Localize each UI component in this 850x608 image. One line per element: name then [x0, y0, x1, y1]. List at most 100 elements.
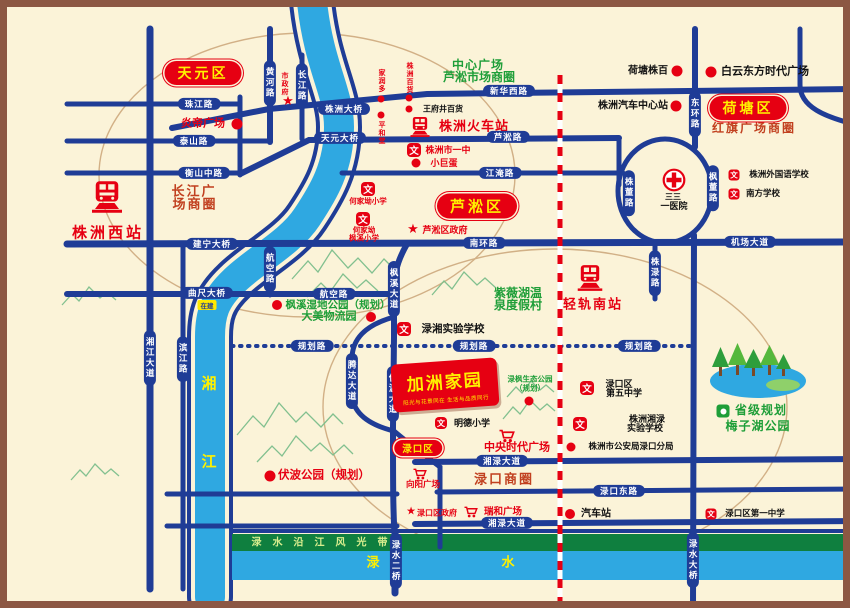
school-icon: 文 — [580, 381, 594, 395]
region-pill-hetang: 荷塘区 — [709, 96, 787, 120]
project-marker: 加洲家园 阳光与花景同在 生活与品质同行 — [390, 357, 500, 413]
station-main-label: 株洲火车站 — [438, 118, 510, 134]
road-label-guihua-2: 规划路 — [452, 339, 496, 353]
road-label-tianyuan-bridge: 天元大桥 — [313, 131, 367, 145]
road-label-xianglu-ave-1: 湘渌大道 — [475, 454, 529, 468]
lufeng-park-label-1: 渌枫生态公园 — [507, 374, 553, 384]
bus-station-label: 汽车站 — [581, 508, 611, 520]
road-label-honggang: 红港路 — [844, 87, 850, 133]
city-gov-star-icon: ★ — [282, 93, 294, 108]
road-label-jianning-bridge: 建宁大桥 — [185, 237, 239, 251]
xiaojudan-dot — [411, 158, 421, 168]
city-gov-label: 市政府 — [281, 72, 289, 96]
wangfujing-label: 王府井百货 — [423, 104, 463, 114]
shopping-cart-icon — [464, 506, 479, 519]
under-construction-tag: 在建 — [197, 300, 217, 310]
region-pill-lukou: 渌口区 — [394, 440, 442, 456]
road-label-fengdong: 枫董路 — [706, 165, 720, 211]
jiarunduo-label: 家润多 — [378, 69, 386, 93]
damei-dot — [366, 312, 376, 322]
shopping-cart-icon — [499, 429, 516, 444]
park-icon — [716, 404, 730, 418]
damei-label: 大美物流园 — [301, 310, 357, 323]
xiangyang-label: 向阳广场 — [405, 479, 441, 490]
lusong-gov-label: 芦淞区政府 — [422, 224, 468, 235]
yandi-square-dot — [231, 118, 243, 130]
fubo-park-label: 伏波公园（规划） — [278, 469, 370, 482]
hospital-cross-icon — [662, 168, 686, 192]
hospital-label-2: 一医院 — [660, 200, 688, 211]
auto-center-label: 株洲汽车中心站 — [598, 100, 668, 112]
region-pill-tianyuan: 天元区 — [164, 61, 242, 85]
wangfujing-dot — [405, 105, 413, 113]
south-school-label: 南方学校 — [745, 188, 781, 199]
station-light-rail-label: 轻轨南站 — [562, 296, 624, 312]
road-label-huanghe: 黄河路 — [263, 60, 277, 106]
hetang-zhubai-dot — [671, 65, 683, 77]
mingde-label: 明德小学 — [453, 417, 491, 428]
project-name: 加洲家园 — [406, 370, 484, 395]
changjiang-biz-label-1: 长江广 — [171, 183, 217, 199]
hongqi-biz-label: 红旗广场商圈 — [711, 121, 797, 136]
road-label-fengxi-ave: 枫溪大道 — [387, 261, 401, 317]
xianglu-school-label-2: 实验学校 — [626, 422, 664, 433]
auto-center-dot — [670, 100, 682, 112]
road-label-xinhua-west: 新华西路 — [482, 84, 536, 98]
changjiang-biz-label-2: 场商圈 — [172, 196, 218, 212]
school-icon: 文 — [573, 417, 587, 431]
lukou-gov-label: 渌口区政府 — [417, 508, 457, 518]
road-label-lushui-bridge2: 渌水二桥 — [389, 533, 403, 589]
road-label-zhulu: 株渌路 — [648, 250, 662, 296]
road-label-binjiang: 滨江路 — [176, 336, 190, 382]
yizhong-label: 株洲市一中 — [425, 144, 471, 155]
road-label-hangkong: 航空路 — [312, 287, 356, 301]
luxiang-school-label: 渌湘实验学校 — [421, 322, 485, 335]
pinghetang-dot — [377, 111, 385, 119]
meizihu-park-graphic — [710, 343, 806, 398]
road-label-taishan: 泰山路 — [172, 134, 216, 148]
river-label-lu: 渌 — [366, 554, 380, 570]
river-label-shui: 水 — [501, 554, 515, 570]
road-label-lukou-east: 渌口东路 — [592, 484, 646, 498]
train-station-icon — [89, 181, 125, 214]
school-icon: 文 — [361, 182, 375, 196]
road-label-xianglu-ave-2: 湘渌大道 — [480, 516, 534, 530]
xianglu-school-label-1: 株洲湘渌 — [628, 413, 666, 424]
train-station-icon — [409, 116, 432, 138]
fengxi-wetland-dot — [272, 300, 282, 310]
hejiaao-fengxi-label-1: 何家坳 — [352, 225, 376, 235]
bus-station-dot — [565, 509, 575, 519]
region-pill-lusong: 芦淞区 — [436, 193, 518, 219]
road-label-quchi-bridge: 曲尺大桥 — [180, 286, 234, 300]
school-icon: 文 — [407, 143, 421, 157]
road-label-zhuzhou-bridge: 株洲大桥 — [317, 102, 371, 116]
road-label-lushui-bridge: 渌水大桥 — [686, 532, 700, 588]
road-label-guihua-3: 规划路 — [617, 339, 661, 353]
ziwei-resort-label-2: 泉度假村 — [493, 298, 543, 313]
lusong-gov-star-icon: ★ — [407, 221, 419, 236]
school-icon: 文 — [397, 322, 411, 336]
lufeng-park-dot — [524, 396, 534, 406]
center-plaza-label: 中心广场 — [451, 58, 505, 73]
pinghetang-label: 平和堂 — [378, 121, 386, 145]
central-times-label: 中央时代广场 — [484, 441, 550, 454]
fengxi-wetland-label: 枫溪湿地公园（规划） — [285, 298, 391, 311]
lukou-biz-label: 渌口商圈 — [473, 471, 535, 487]
light-rail-station-icon — [575, 265, 605, 292]
police-label: 株洲市公安局渌口分局 — [588, 441, 674, 452]
road-label-zhujiang: 珠江路 — [177, 97, 221, 111]
provincial-plan-label: 省级规划 — [734, 403, 788, 418]
xiaojudan-label: 小巨蛋 — [430, 157, 458, 168]
lufeng-park-label-2: （规划） — [515, 383, 545, 393]
meizihu-label: 梅子湖公园 — [725, 419, 791, 434]
fifth-middle-label-1: 渌口区 — [605, 378, 633, 389]
jiarunduo-dot — [377, 95, 385, 103]
river-label-xiang: 湘 — [201, 375, 217, 393]
zhubai-label: 株洲百货 — [406, 62, 414, 94]
fifth-middle-label-2: 第五中学 — [605, 387, 643, 398]
ziwei-resort-label-1: 紫薇湖温 — [493, 286, 543, 301]
river-label-jiang: 江 — [201, 453, 217, 471]
police-dot — [566, 442, 576, 452]
school-icon: 文 — [705, 508, 717, 520]
school-icon: 文 — [728, 188, 740, 200]
